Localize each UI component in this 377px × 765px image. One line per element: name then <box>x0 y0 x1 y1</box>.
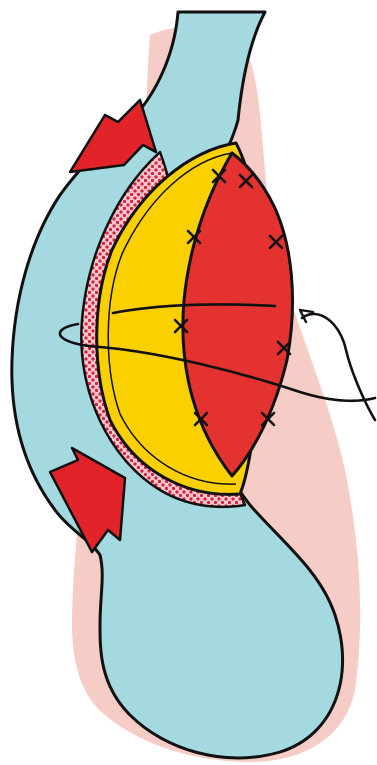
vessel-repair-illustration <box>0 0 377 765</box>
figure <box>0 0 377 765</box>
